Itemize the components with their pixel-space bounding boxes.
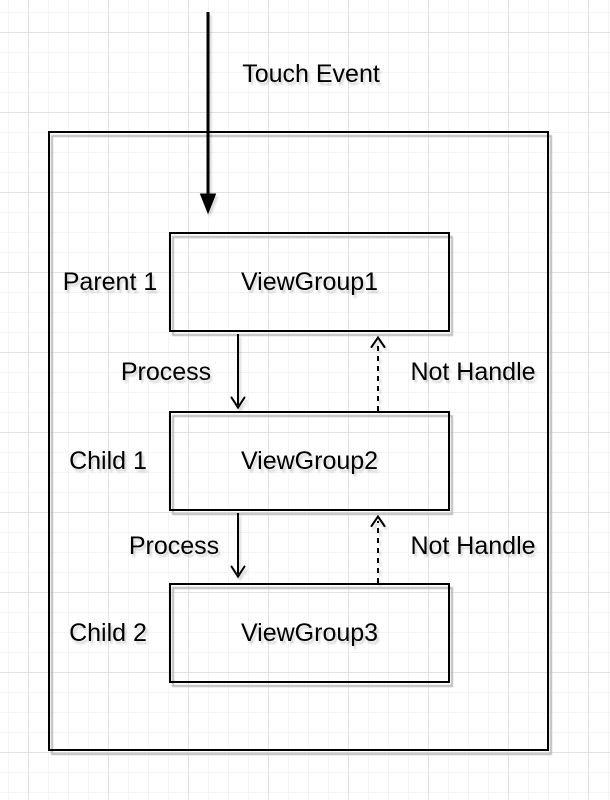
not-handle-arrow-2-icon [370, 514, 386, 583]
node-viewgroup1-label: ViewGroup1 [240, 267, 379, 296]
process2-label: Process [128, 532, 220, 560]
process-arrow-1-icon [230, 334, 246, 410]
node-viewgroup2: ViewGroup2 [169, 411, 450, 511]
child2-label: Child 2 [69, 619, 147, 647]
node-viewgroup1: ViewGroup1 [169, 232, 450, 332]
child1-label: Child 1 [69, 447, 147, 475]
node-viewgroup3: ViewGroup3 [169, 583, 450, 683]
outer-container-shadow [51, 135, 552, 755]
process1-label: Process [120, 358, 212, 386]
not-handle-arrow-1-icon [370, 335, 386, 411]
outer-container-box [48, 131, 549, 751]
touch-event-arrow-icon [199, 12, 217, 215]
node-viewgroup2-label: ViewGroup2 [240, 446, 379, 475]
not-handle1-label: Not Handle [410, 358, 536, 386]
not-handle2-label: Not Handle [410, 532, 536, 560]
viewgroup2-shadow [172, 415, 453, 515]
viewgroup3-shadow [172, 587, 453, 687]
parent1-label: Parent 1 [62, 268, 158, 296]
process-arrow-2-icon [230, 513, 246, 579]
viewgroup1-shadow [172, 236, 453, 336]
node-viewgroup3-label: ViewGroup3 [240, 618, 379, 647]
touch-event-label: Touch Event [242, 60, 380, 88]
